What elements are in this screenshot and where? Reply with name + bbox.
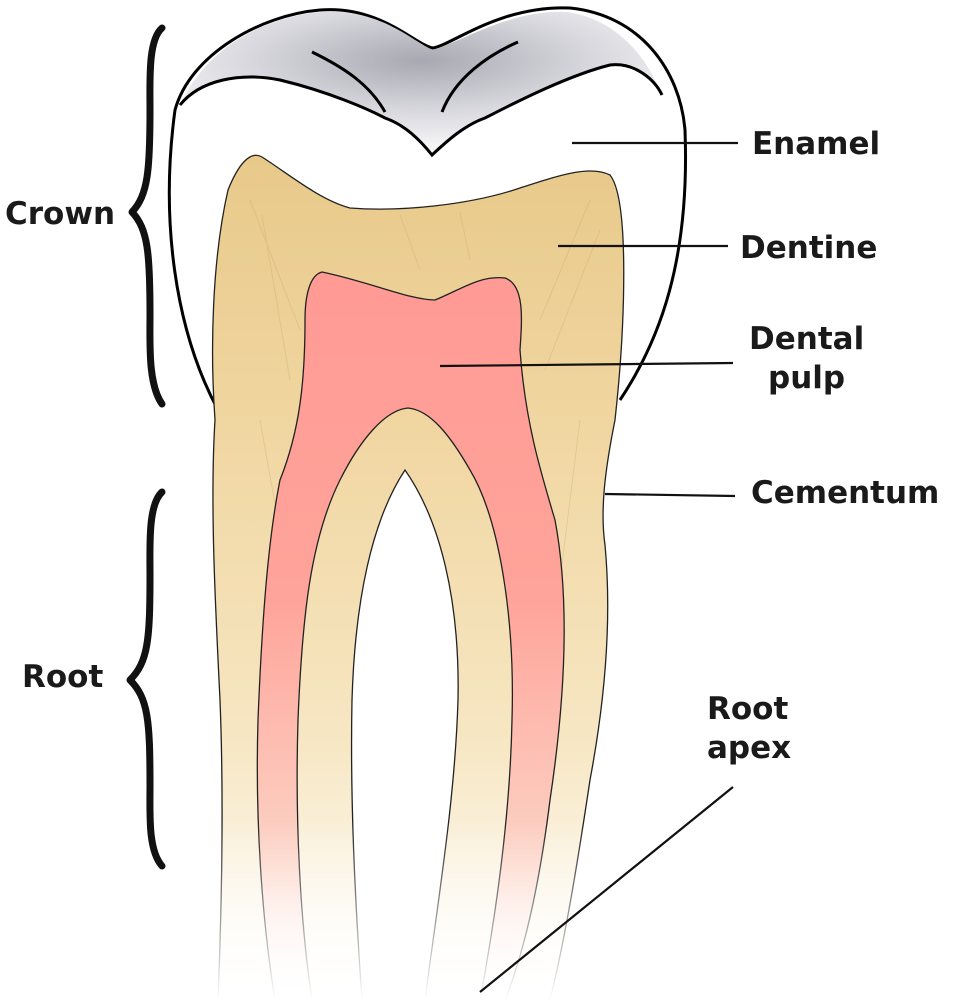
dental-pulp <box>256 271 565 1000</box>
enamel-label: Enamel <box>752 126 880 162</box>
dental-pulp-leader-line <box>439 361 734 368</box>
root-apex-label-line2: apex <box>707 730 791 766</box>
cementum-label: Cementum <box>751 475 939 511</box>
root-apex-leader-line <box>479 786 734 993</box>
enamel-occlusal-line <box>178 63 664 158</box>
crown-brace <box>128 24 166 408</box>
dental-pulp-label-line2: pulp <box>768 360 845 396</box>
root-label: Root <box>22 659 103 695</box>
enamel-occlusal-surface <box>180 11 662 152</box>
root-apex-label-line1: Root <box>707 691 788 727</box>
root-fade <box>200 820 600 1000</box>
crown-label: Crown <box>5 196 115 232</box>
enamel-outer <box>167 6 688 411</box>
dentine-texture <box>249 199 601 581</box>
cementum-leader-line <box>604 492 736 498</box>
enamel-cusp-ridge-left <box>311 50 387 113</box>
pulp-chamber-and-canals <box>256 271 565 1000</box>
root-brace <box>126 488 166 870</box>
dentine-label: Dentine <box>740 230 877 266</box>
enamel-cusp-ridge-right <box>440 40 519 113</box>
dental-pulp-label-line1: Dental <box>749 321 864 357</box>
enamel-crown <box>167 6 688 411</box>
